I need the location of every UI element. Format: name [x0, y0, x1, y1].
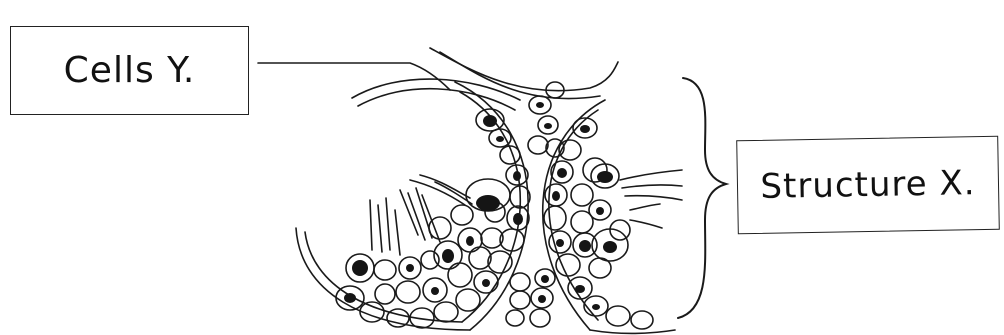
cells-y-label: Cells Y.	[64, 50, 196, 91]
cells-y-label-box: Cells Y.	[10, 26, 249, 115]
structure-x-label: Structure X.	[760, 163, 976, 207]
structure-x-brace	[678, 78, 726, 318]
cells-y-pointer-line	[258, 63, 450, 90]
structure-x-label-box: Structure X.	[736, 136, 1000, 235]
right-tubule-base	[590, 330, 675, 333]
